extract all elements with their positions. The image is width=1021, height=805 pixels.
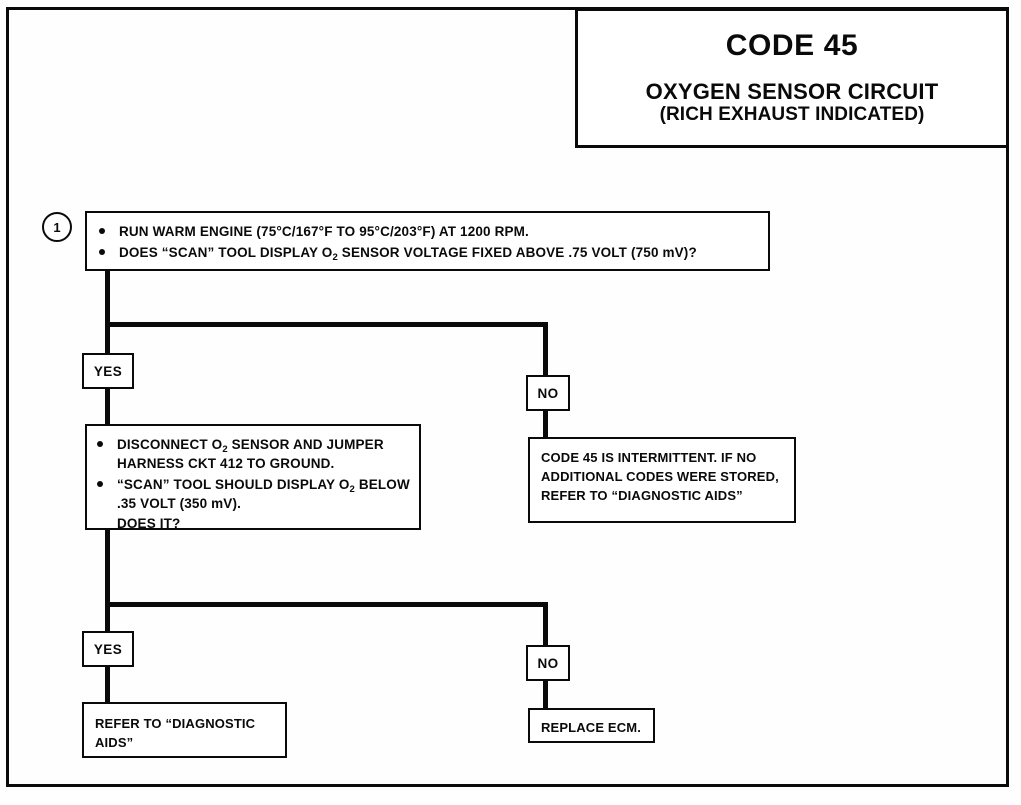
connector-step1-to-branch1	[105, 271, 110, 327]
connector-branch1-horizontal	[105, 322, 548, 327]
code-45-intermittent-text: CODE 45 IS INTERMITTENT. IF NO ADDITIONA…	[541, 450, 779, 504]
connector-branch1-no-drop	[543, 322, 548, 378]
title-subtitle-primary: OXYGEN SENSOR CIRCUIT	[645, 78, 939, 104]
step-2-bullet-2-text-b: BELOW .35 VOLT (350 mV).	[117, 477, 410, 512]
outcome-refer-diagnostic-aids-text: REFER TO “DIAGNOSTIC AIDS”	[95, 716, 256, 751]
step-1-box: RUN WARM ENGINE (75°C/167°F TO 95°C/203°…	[85, 211, 770, 271]
branch-2-yes-label: YES	[93, 641, 123, 657]
page-border	[6, 7, 1009, 787]
outcome-replace-ecm-box: REPLACE ECM.	[528, 708, 655, 743]
step-2-box: DISCONNECT O2 SENSOR AND JUMPER HARNESS …	[85, 424, 421, 532]
branch-2-no-label: NO	[537, 655, 559, 671]
branch-2-no-tag: NO	[526, 645, 570, 681]
connector-branch2-no-drop	[543, 602, 548, 648]
branch-2-yes-tag: YES	[82, 631, 134, 667]
connector-no-to-replace-ecm	[543, 678, 548, 710]
branch-1-no-tag: NO	[526, 375, 570, 411]
title-subtitle-secondary: (RICH EXHAUST INDICATED)	[659, 103, 925, 125]
step-1-bullet-1-text: RUN WARM ENGINE (75°C/167°F TO 95°C/203°…	[119, 224, 529, 239]
outcome-replace-ecm-text: REPLACE ECM.	[541, 720, 642, 735]
step-2-bullet-1-text-a: DISCONNECT O	[117, 437, 223, 452]
step-1-o2-subscript: 2	[332, 252, 338, 264]
code-45-intermittent-box: CODE 45 IS INTERMITTENT. IF NO ADDITIONA…	[528, 437, 796, 523]
connector-no-to-intermittent	[543, 408, 548, 438]
step-2-bullet-2: “SCAN” TOOL SHOULD DISPLAY O2 BELOW .35 …	[91, 475, 419, 532]
step-number-1-label: 1	[53, 219, 61, 235]
connector-step2-to-branch2	[105, 529, 110, 605]
branch-1-no-label: NO	[537, 385, 559, 401]
step-2-o2-subscript-2: 2	[349, 484, 355, 496]
step-1-bullet-2: DOES “SCAN” TOOL DISPLAY O2 SENSOR VOLTA…	[93, 243, 768, 264]
step-2-bullet-1: DISCONNECT O2 SENSOR AND JUMPER HARNESS …	[91, 435, 419, 473]
step-number-1: 1	[42, 212, 72, 242]
step-2-bullet-2-question: DOES IT?	[117, 515, 181, 531]
title-code: CODE 45	[725, 29, 859, 62]
step-1-bullet-2-text-b: SENSOR VOLTAGE FIXED ABOVE .75 VOLT (750…	[337, 245, 697, 261]
outcome-refer-diagnostic-aids-box: REFER TO “DIAGNOSTIC AIDS”	[82, 702, 287, 758]
branch-1-yes-tag: YES	[82, 353, 134, 389]
step-2-bullet-1-text-b: SENSOR AND JUMPER HARNESS CKT 412 TO GRO…	[117, 437, 384, 472]
step-2-bullet-2-text-a: “SCAN” TOOL SHOULD DISPLAY O	[117, 477, 350, 493]
title-block: CODE 45 OXYGEN SENSOR CIRCUIT (RICH EXHA…	[575, 8, 1009, 148]
step-2-o2-subscript-1: 2	[222, 444, 228, 455]
branch-1-yes-label: YES	[93, 363, 123, 379]
step-1-bullet-1: RUN WARM ENGINE (75°C/167°F TO 95°C/203°…	[93, 222, 768, 241]
step-1-bullet-2-text-a: DOES “SCAN” TOOL DISPLAY O	[119, 245, 333, 261]
connector-branch2-horizontal	[105, 602, 548, 607]
